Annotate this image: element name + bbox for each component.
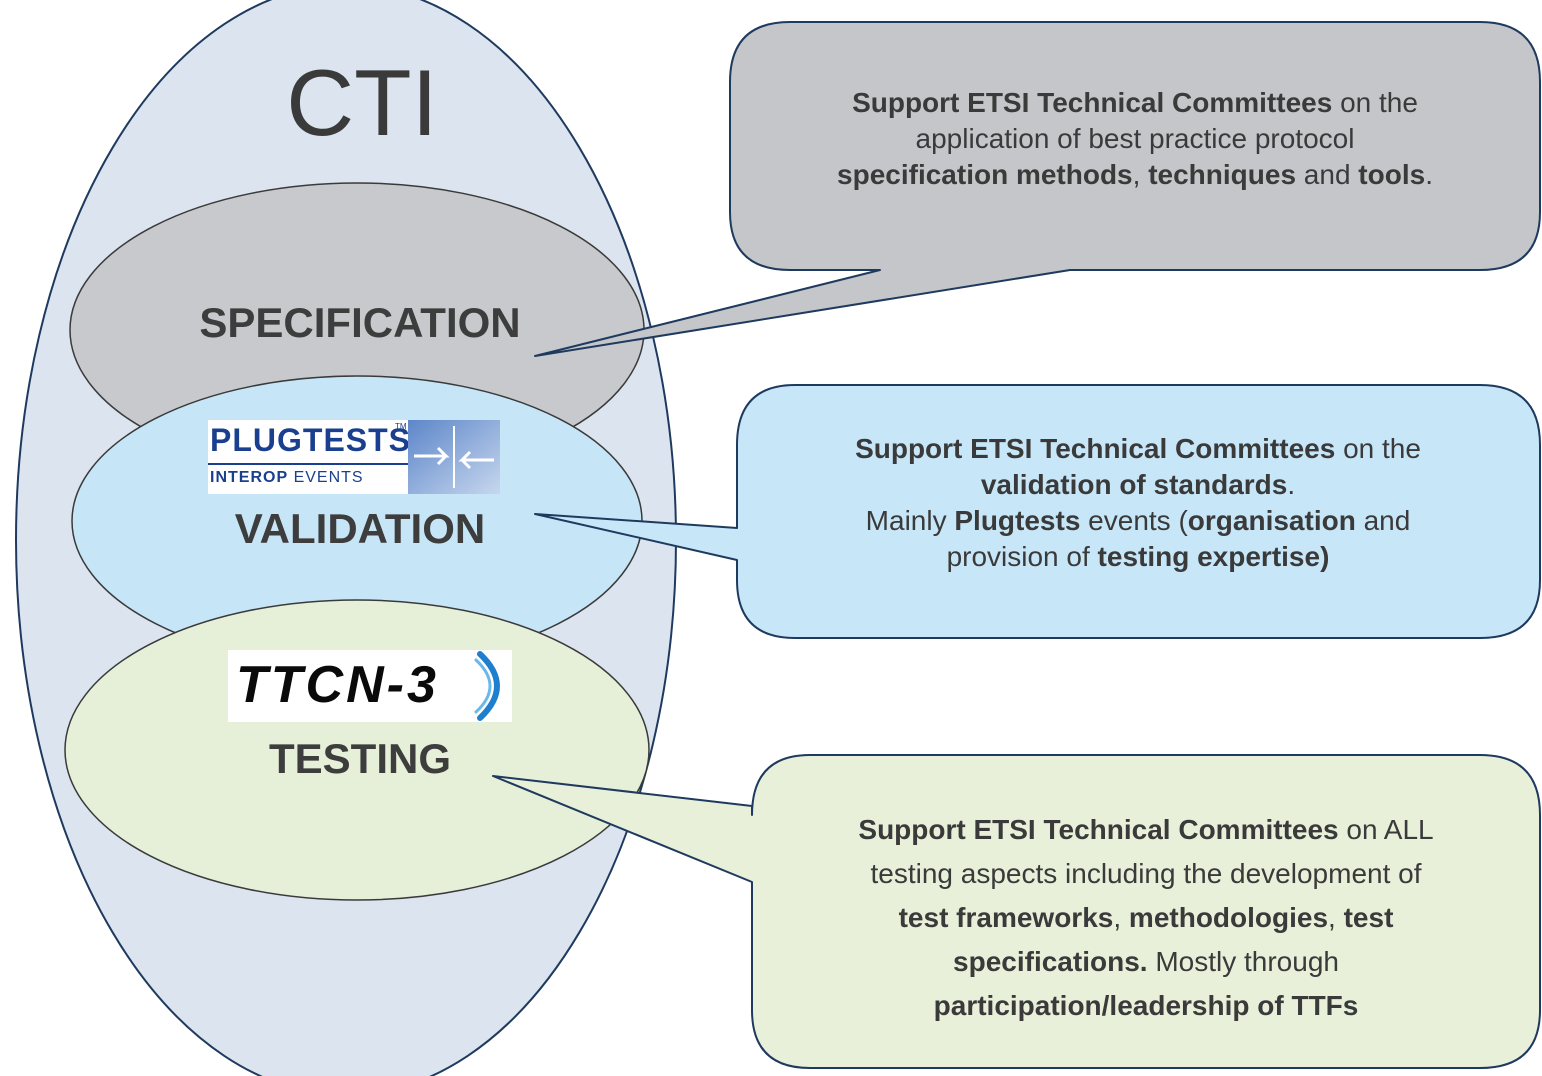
text-run: application of best practice protocol xyxy=(915,123,1355,154)
bold-text-run: participation/leadership of TTFs xyxy=(933,990,1359,1021)
plugtests-sub-bold: INTEROP xyxy=(210,469,289,486)
bold-text-run: test xyxy=(1343,902,1394,933)
bold-text-run: validation of standards xyxy=(980,469,1288,500)
text-run: and xyxy=(1296,159,1359,190)
plugtests-sub: INTEROP EVENTS xyxy=(210,468,364,488)
bold-text-run: techniques xyxy=(1148,159,1297,190)
callout-line: testing aspects including the developmen… xyxy=(767,852,1525,896)
validation-callout-shape xyxy=(534,384,1541,639)
text-run: , xyxy=(1328,902,1344,933)
bold-text-run: specifications. xyxy=(953,946,1148,977)
crescent-arc-icon xyxy=(474,651,500,721)
text-run: testing aspects including the developmen… xyxy=(870,858,1422,889)
bold-text-run: specification methods xyxy=(837,159,1133,190)
text-run: . xyxy=(1287,469,1296,500)
text-run: on ALL xyxy=(1338,814,1434,845)
testing-callout-text: Support ETSI Technical Committees on ALL… xyxy=(767,808,1525,1028)
callout-line: Support ETSI Technical Committees on ALL xyxy=(767,808,1525,852)
callout-line: provision of testing expertise) xyxy=(752,539,1524,575)
bold-text-run: methodologies xyxy=(1128,902,1329,933)
testing-label: TESTING xyxy=(268,735,451,782)
bold-text-run: testing expertise) xyxy=(1097,541,1330,572)
bold-text-run: tools xyxy=(1358,159,1426,190)
text-run: provision of xyxy=(946,541,1098,572)
callout-line: specification methods, techniques and to… xyxy=(745,157,1525,193)
text-run: and xyxy=(1355,505,1411,536)
callout-line: specifications. Mostly through xyxy=(767,940,1525,984)
text-run: events ( xyxy=(1080,505,1188,536)
callout-line: Support ETSI Technical Committees on the xyxy=(752,431,1524,467)
callout-line: Mainly Plugtests events (organisation an… xyxy=(752,503,1524,539)
plugtests-wordmark: PLUGTESTS TM INTEROP EVENTS xyxy=(208,420,412,494)
text-run: Mainly xyxy=(865,505,955,536)
ttcn3-logo: TTCN-3 xyxy=(228,650,512,722)
plugtests-divider xyxy=(208,463,408,465)
callout-line: validation of standards. xyxy=(752,467,1524,503)
bold-text-run: test frameworks xyxy=(898,902,1114,933)
bold-text-run: Support ETSI Technical Committees xyxy=(858,814,1339,845)
text-run: , xyxy=(1113,902,1129,933)
text-run: . xyxy=(1425,159,1433,190)
bold-text-run: Plugtests xyxy=(954,505,1081,536)
plugtests-tm: TM xyxy=(395,422,407,431)
bold-text-run: organisation xyxy=(1187,505,1356,536)
plugtests-logo: PLUGTESTS TM INTEROP EVENTS xyxy=(208,420,500,494)
specification-callout-text: Support ETSI Technical Committees on the… xyxy=(745,85,1525,193)
callout-line: participation/leadership of TTFs xyxy=(767,984,1525,1028)
text-run: on the xyxy=(1332,87,1418,118)
diagram-title: CTI xyxy=(286,50,438,155)
plugtests-word: PLUGTESTS xyxy=(210,422,412,458)
text-run: Mostly through xyxy=(1147,946,1339,977)
plugtests-sub-rest: EVENTS xyxy=(288,469,364,486)
validation-label: VALIDATION xyxy=(234,505,486,552)
testing-callout-shape xyxy=(492,754,1541,1069)
text-run: on the xyxy=(1335,433,1421,464)
ttcn3-word: TTCN-3 xyxy=(236,656,439,714)
validation-callout-text: Support ETSI Technical Committees on the… xyxy=(752,431,1524,575)
callout-line: application of best practice protocol xyxy=(745,121,1525,157)
bold-text-run: Support ETSI Technical Committees xyxy=(855,433,1336,464)
text-run: , xyxy=(1132,159,1149,190)
callout-line: test frameworks, methodologies, test xyxy=(767,896,1525,940)
callout-line: Support ETSI Technical Committees on the xyxy=(745,85,1525,121)
specification-callout-shape xyxy=(534,21,1541,357)
bold-text-run: Support ETSI Technical Committees xyxy=(852,87,1333,118)
connector-arrows-icon xyxy=(408,420,500,494)
specification-label: SPECIFICATION xyxy=(199,299,521,346)
